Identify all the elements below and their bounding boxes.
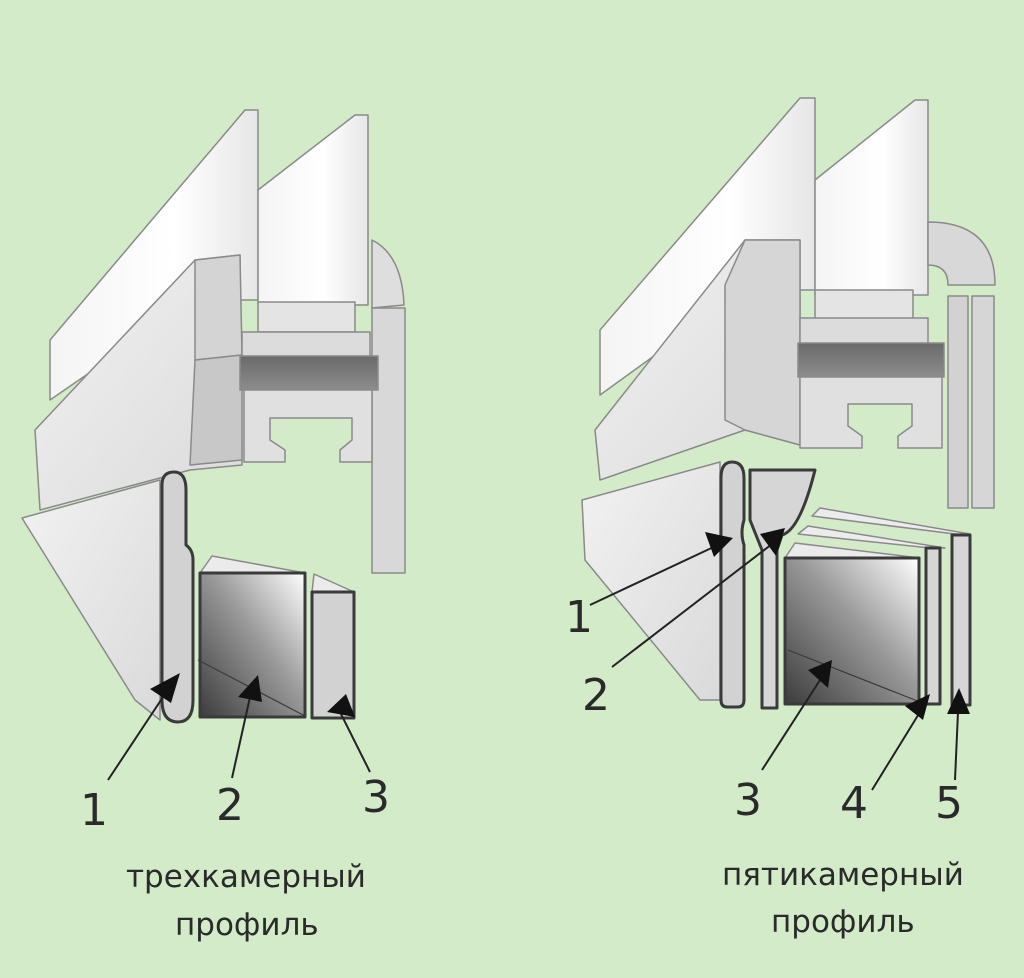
chamber-1 [719, 460, 746, 709]
chamber-label-1: 1 [565, 592, 593, 643]
spacer-top [257, 301, 356, 333]
section-line [787, 649, 921, 703]
spacer-mid [241, 331, 371, 359]
leader-line-2 [611, 543, 773, 668]
leader-line-4 [871, 711, 921, 791]
arrowhead-1-icon [150, 673, 180, 703]
chamber-2-cap [199, 555, 306, 574]
leader-line-1 [107, 693, 166, 781]
leader-line-3 [761, 679, 821, 771]
frame-strip-a [947, 295, 969, 509]
arrowhead-3-icon [327, 694, 355, 717]
chamber-2 [748, 468, 817, 710]
frame-right-strip [371, 307, 406, 574]
spacer-dark-bar [797, 342, 945, 378]
sash-face [724, 239, 801, 446]
frame-body [581, 461, 721, 701]
spacer-top [814, 289, 914, 321]
sash-face-lower [189, 354, 243, 466]
arrowhead-1-icon [705, 532, 733, 557]
chamber-label-2: 2 [216, 780, 244, 831]
arrowhead-5-icon [947, 688, 970, 714]
chamber-label-3: 3 [734, 775, 762, 826]
arrowhead-2-icon [238, 675, 262, 702]
sash-rebate [243, 389, 373, 463]
arrowhead-2-icon [760, 528, 785, 556]
chamber-3 [310, 590, 356, 720]
leader-line-1 [589, 543, 721, 606]
caption-left-line1: трехкамерный [126, 859, 366, 895]
leader-line-5 [954, 711, 959, 781]
three-chamber-profile: 1 2 3 трехкамерный профиль [21, 109, 406, 943]
arrowhead-4-icon [905, 694, 930, 720]
five-chamber-profile: 1 2 3 4 5 пятикамерный профиль [565, 97, 996, 940]
chamber-label-4: 4 [840, 778, 868, 829]
sash-rebate [799, 376, 943, 449]
caption-left-line2: профиль [175, 907, 319, 943]
chamber-label-3: 3 [362, 772, 390, 823]
frame-body [21, 479, 161, 721]
chamber-4-cap [797, 525, 946, 549]
glazing-bead [927, 221, 996, 286]
spacer-dark-bar [239, 355, 379, 391]
spacer-mid [799, 317, 929, 345]
chamber-label-5: 5 [935, 778, 963, 829]
chamber-label-1: 1 [80, 785, 108, 836]
leader-line-2 [231, 696, 251, 779]
glass-pane-inner [257, 114, 369, 306]
caption-right-line1: пятикамерный [722, 857, 964, 893]
chamber-4 [924, 546, 942, 706]
frame-strip-b [971, 295, 995, 509]
chamber-label-2: 2 [582, 670, 610, 721]
chamber-3 [783, 556, 921, 706]
chamber-3-cap [311, 573, 355, 593]
leader-line-3 [335, 703, 371, 773]
glazing-bead [371, 239, 405, 309]
sash-face-upper [194, 254, 243, 361]
caption-right-line2: профиль [771, 904, 915, 940]
arrowhead-3-icon [808, 660, 832, 688]
glass-pane-inner [814, 99, 929, 296]
chamber-5 [950, 533, 972, 707]
chamber-1 [160, 470, 195, 724]
